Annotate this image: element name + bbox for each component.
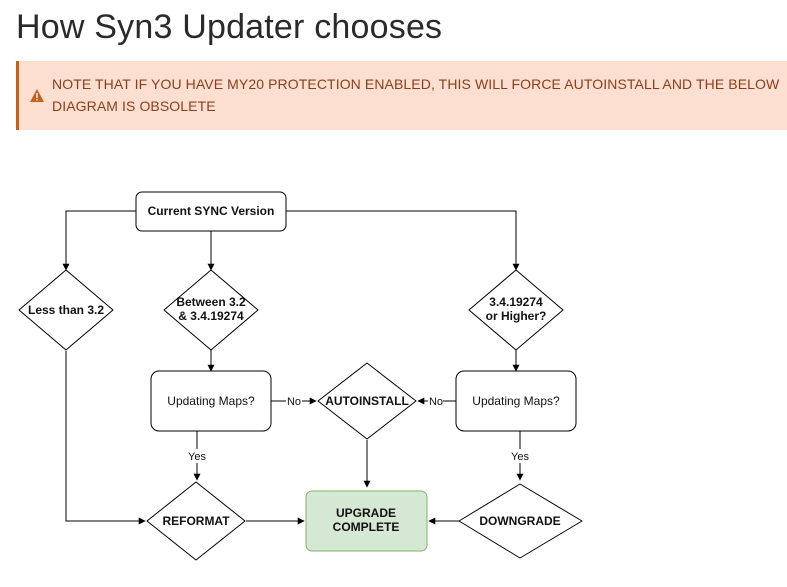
node-start-label: Current SYNC Version	[148, 204, 275, 218]
warning-triangle-icon	[30, 89, 44, 102]
node-reformat-label: REFORMAT	[162, 514, 230, 528]
warning-text: NOTE THAT IF YOU HAVE MY20 PROTECTION EN…	[52, 76, 780, 114]
node-maps-right: Updating Maps?	[455, 370, 577, 432]
edge-less-to-reformat	[65, 351, 146, 525]
node-upgrade-complete-line2: COMPLETE	[333, 520, 400, 534]
node-autoinstall-label: AUTOINSTALL	[325, 394, 409, 408]
edge-label-maps-right-no: No	[429, 396, 443, 408]
node-higher-line1: 3.4.19274	[489, 295, 543, 309]
node-autoinstall: AUTOINSTALL	[317, 362, 417, 440]
node-higher-line2: or Higher?	[486, 309, 547, 323]
node-upgrade-complete: UPGRADE COMPLETE	[305, 490, 428, 552]
node-higher: 3.4.19274 or Higher?	[468, 269, 564, 351]
node-between-line2: & 3.4.19274	[178, 309, 244, 323]
node-upgrade-complete-line1: UPGRADE	[336, 506, 396, 520]
node-downgrade-label: DOWNGRADE	[479, 514, 560, 528]
node-between: Between 3.2 & 3.4.19274	[163, 269, 259, 351]
edge-label-maps-left-yes: Yes	[188, 451, 206, 463]
edges	[62, 210, 524, 525]
node-downgrade: DOWNGRADE	[458, 483, 583, 559]
edge-start-to-higher	[286, 210, 520, 271]
node-between-line1: Between 3.2	[176, 295, 246, 309]
node-less-than-label: Less than 3.2	[28, 303, 104, 317]
node-maps-left: Updating Maps?	[150, 370, 272, 432]
edge-label-maps-left-no: No	[287, 396, 301, 408]
edge-start-to-less	[62, 210, 136, 271]
node-reformat: REFORMAT	[146, 481, 246, 561]
warning-callout: NOTE THAT IF YOU HAVE MY20 PROTECTION EN…	[16, 61, 787, 130]
node-maps-right-label: Updating Maps?	[472, 394, 560, 408]
node-start: Current SYNC Version	[135, 191, 287, 232]
node-less-than: Less than 3.2	[18, 269, 114, 351]
node-maps-left-label: Updating Maps?	[167, 394, 255, 408]
page-title: How Syn3 Updater chooses	[16, 8, 443, 46]
edge-label-maps-right-yes: Yes	[511, 451, 529, 463]
